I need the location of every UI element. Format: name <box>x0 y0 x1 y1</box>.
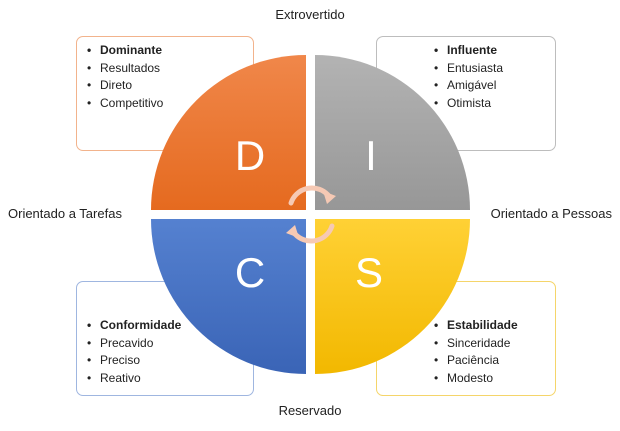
trait-item: Sinceridade <box>434 335 555 353</box>
trait-item: Paciência <box>434 352 555 370</box>
label-extrovertido: Extrovertido <box>275 7 345 22</box>
letter-i: I <box>365 132 377 179</box>
trait-item: Otimista <box>434 95 555 113</box>
trait-item: Preciso <box>87 352 253 370</box>
trait-item: Direto <box>87 77 253 95</box>
letter-c: C <box>235 249 265 296</box>
trait-title-s: Estabilidade <box>434 317 555 335</box>
trait-title-i: Influente <box>434 42 555 60</box>
quadrant-d <box>151 55 306 210</box>
quadrant-i <box>315 55 470 210</box>
cycle-arrows-icon <box>286 185 336 244</box>
letter-s: S <box>355 249 383 296</box>
label-orientado-pessoas: Orientado a Pessoas <box>490 206 612 221</box>
trait-item: Modesto <box>434 370 555 388</box>
trait-title-d: Dominante <box>87 42 253 60</box>
trait-item: Competitivo <box>87 95 253 113</box>
quadrant-s <box>315 219 470 374</box>
label-orientado-tarefas: Orientado a Tarefas <box>8 206 122 221</box>
trait-item: Entusiasta <box>434 60 555 78</box>
quadrant-c <box>151 219 306 374</box>
trait-item: Amigável <box>434 77 555 95</box>
trait-item: Precavido <box>87 335 253 353</box>
label-reservado: Reservado <box>278 403 342 418</box>
trait-title-c: Conformidade <box>87 317 253 335</box>
trait-item: Reativo <box>87 370 253 388</box>
trait-item: Resultados <box>87 60 253 78</box>
letter-d: D <box>235 132 265 179</box>
